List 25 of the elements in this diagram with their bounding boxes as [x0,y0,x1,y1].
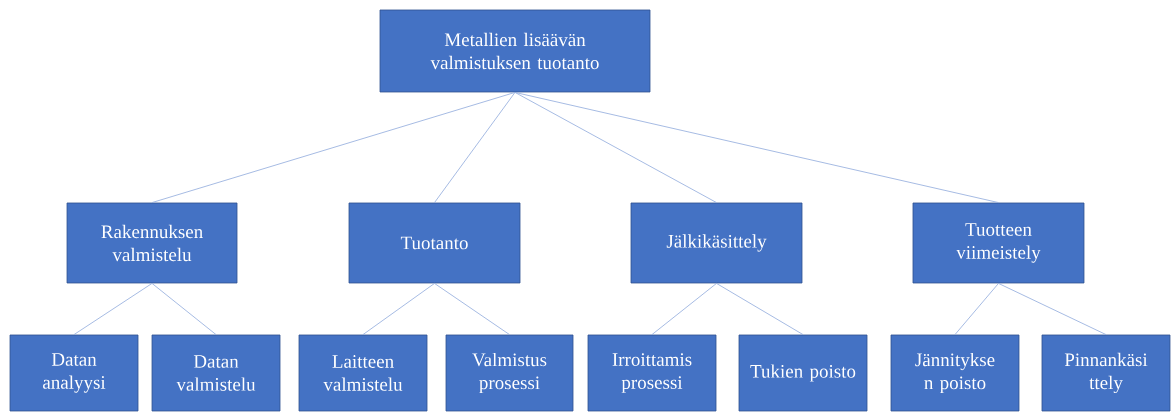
process-box: Datan analyysi [9,334,139,412]
process-box: Jälkikäsittely [630,202,803,284]
process-box: Valmistus prosessi [445,334,574,412]
process-box: Tuotteen viimeistely [912,202,1085,284]
connector-line [434,283,510,335]
connector-line [954,283,999,335]
connector-line [151,92,516,203]
connector-line [362,283,435,335]
process-box: Tukien poisto [738,334,868,412]
connector-line [998,283,1107,335]
connector-line [434,92,516,203]
process-box: Jännitykse n poisto [890,334,1020,412]
process-box: Datan valmistelu [151,334,281,412]
process-box: Laitteen valmistelu [298,334,428,412]
process-box: Tuotanto [348,202,521,284]
connector-line [514,92,717,203]
process-box: Rakennuksen valmistelu [66,202,238,284]
connector-line [651,283,717,335]
connector-line [73,283,153,335]
connector-line [716,283,804,335]
connector-line [151,283,217,335]
process-box: Irroittamis prosessi [587,334,717,412]
process-box: Metallien lisäävän valmistuksen tuotanto [379,9,651,93]
connector-line [514,92,999,203]
process-box: Pinnankäsi ttely [1041,334,1171,412]
